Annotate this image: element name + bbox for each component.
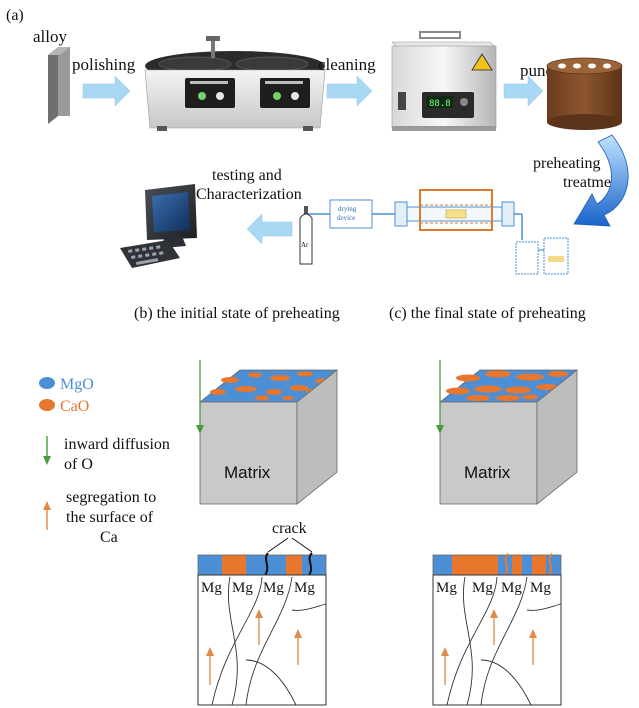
grain-boundaries xyxy=(211,576,327,706)
ultrasonic-cleaner: 88.8 xyxy=(391,31,497,131)
legend-cao-label: CaO xyxy=(60,398,89,415)
drying-device-line1: drying xyxy=(338,205,357,213)
process-arrow xyxy=(503,75,544,107)
matrix-region xyxy=(432,574,562,706)
panel-a-label: (a) xyxy=(6,7,24,24)
matrix-region xyxy=(197,574,327,706)
grain-label: Mg xyxy=(472,580,493,596)
grain-label: Mg xyxy=(201,580,222,596)
legend-segregation-line2: the surface of xyxy=(66,509,154,526)
alloy-sample xyxy=(48,47,70,124)
polishing-label: polishing xyxy=(72,55,136,74)
matrix-label-final: Matrix xyxy=(464,463,511,482)
grain-label: Mg xyxy=(530,580,551,596)
legend-segregation-line1: segregation to xyxy=(66,489,156,506)
cube-side-face xyxy=(536,369,578,505)
alloy-label: alloy xyxy=(33,27,67,46)
legend-mgo-label: MgO xyxy=(60,376,94,393)
panel-a: (a) alloy polishing xyxy=(6,7,629,275)
legend: MgO CaO inward diffusion of O segregatio… xyxy=(39,376,170,546)
grain-label: Mg xyxy=(294,580,315,596)
argon-cylinder: Ar xyxy=(299,206,313,265)
grain-boundaries xyxy=(446,576,562,706)
grain-label: Mg xyxy=(436,580,457,596)
curved-process-arrow xyxy=(573,134,629,227)
crack-path xyxy=(307,552,313,578)
panel-c-title: (c) the final state of preheating xyxy=(389,305,586,322)
legend-inward-line2: of O xyxy=(64,456,93,473)
cross-section-final: Mg Mg Mg Mg xyxy=(432,553,562,706)
legend-inward-line1: inward diffusion xyxy=(64,436,170,453)
crack-path-filled xyxy=(503,553,509,577)
oxide-layer-initial xyxy=(197,554,327,576)
ca-segregation-arrows xyxy=(441,609,537,685)
grain-label: Mg xyxy=(501,580,522,596)
cube-initial: Matrix xyxy=(196,360,339,505)
furnace-setup: drying device xyxy=(306,189,569,275)
crack-label: crack xyxy=(272,520,307,537)
matrix-label-initial: Matrix xyxy=(224,463,271,482)
argon-label: Ar xyxy=(301,241,309,249)
cube-front-face xyxy=(439,401,538,505)
legend-cao-swatch xyxy=(39,399,55,411)
process-arrow xyxy=(326,75,373,107)
process-arrow xyxy=(246,213,293,245)
cube-front-face xyxy=(199,401,298,505)
oxide-layer-final xyxy=(432,554,562,576)
process-arrow xyxy=(82,75,131,107)
ca-segregation-arrows xyxy=(206,609,302,685)
grain-label: Mg xyxy=(263,580,284,596)
preheating-label-line2: treatment xyxy=(563,174,624,191)
cao-particles-initial xyxy=(210,371,329,401)
preheating-label-line1: preheating xyxy=(533,155,601,172)
testing-label-line2: Characterization xyxy=(196,186,302,203)
punched-cylinder xyxy=(546,57,623,130)
crack-path-filled xyxy=(547,553,553,577)
legend-mgo-swatch xyxy=(39,377,55,389)
polishing-machine xyxy=(144,36,326,131)
cube-side-face xyxy=(296,369,338,505)
cross-section-initial: crack Mg Mg Mg Mg xyxy=(197,520,327,706)
computer-icon xyxy=(120,184,197,268)
drying-device-line2: device xyxy=(337,214,355,222)
cleaning-label: cleaning xyxy=(318,55,376,74)
grain-label: Mg xyxy=(232,580,253,596)
legend-segregation-line3: Ca xyxy=(100,529,118,546)
panel-b-title: (b) the initial state of preheating xyxy=(134,305,340,322)
cao-particles-final xyxy=(446,370,568,401)
cleaner-display: 88.8 xyxy=(429,99,451,109)
crack-path xyxy=(263,552,269,578)
cube-final: Matrix xyxy=(436,360,579,505)
testing-label-line1: testing and xyxy=(212,167,282,184)
